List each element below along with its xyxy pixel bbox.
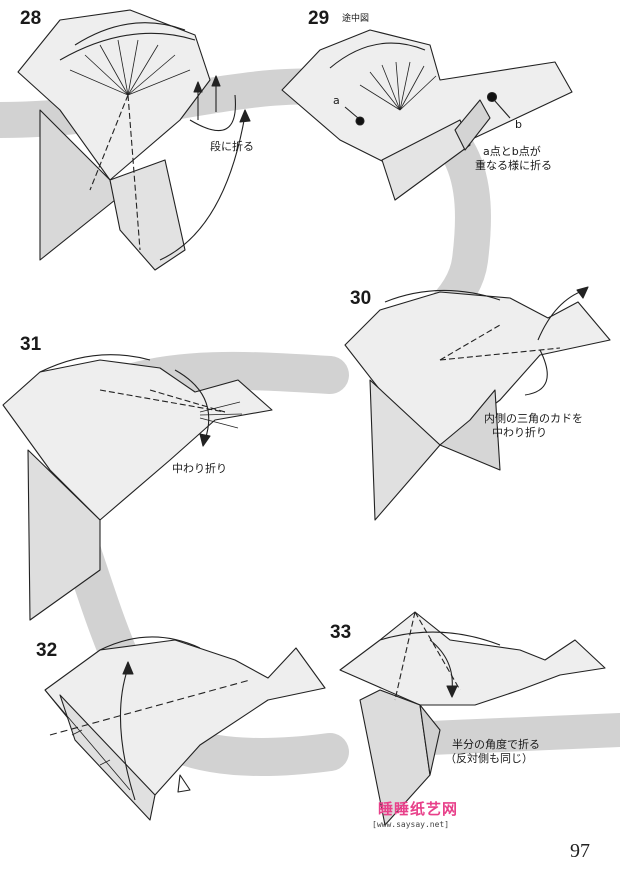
step-29-note-line1: a点とb点が	[483, 145, 541, 159]
step-28-number: 28	[20, 8, 41, 30]
step-32-diagram	[45, 637, 325, 820]
step-30-diagram	[345, 287, 610, 520]
point-a-label: a	[333, 94, 340, 108]
step-29-note-line2: 重なる様に折る	[475, 159, 552, 173]
step-29-diagram	[282, 30, 572, 200]
point-b-label: b	[515, 118, 522, 132]
step-30-number: 30	[350, 288, 371, 310]
step-33-number: 33	[330, 622, 351, 644]
step-30-note-line1: 内側の三角のカドを	[484, 412, 583, 426]
step-31-number: 31	[20, 334, 41, 356]
page-number: 97	[570, 840, 590, 863]
step-30-note-line2: 中わり折り	[492, 426, 547, 440]
step-28-annotation: 段に折る	[210, 140, 254, 154]
watermark-brand: 睡睡纸艺网	[378, 798, 458, 819]
step-29-number: 29	[308, 8, 329, 30]
step-29-annotation: 途中図	[342, 12, 369, 26]
step-31-diagram	[3, 355, 272, 620]
step-33-note-line1: 半分の角度で折る	[452, 738, 540, 752]
step-31-annotation: 中わり折り	[172, 462, 227, 476]
step-32-number: 32	[36, 640, 57, 662]
watermark-url: [www.saysay.net]	[372, 820, 449, 829]
step-33-note-line2: （反対側も同じ）	[445, 752, 533, 766]
